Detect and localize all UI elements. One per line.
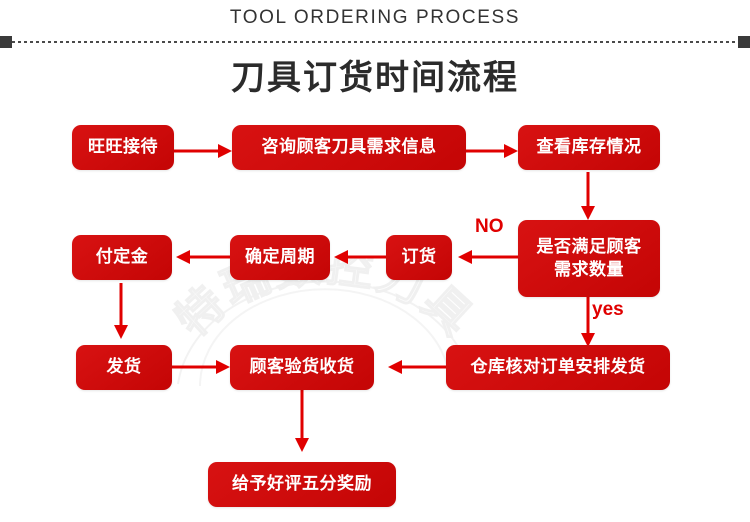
arrow-inquiry-to-stock	[466, 142, 518, 160]
arrow-receive-to-review	[293, 390, 311, 452]
node-warehouse-verify-arrange[interactable]: 仓库核对订单安排发货	[446, 345, 670, 390]
arrow-deposit-to-ship	[112, 283, 130, 339]
arrow-ship-to-receive	[172, 358, 230, 376]
arrow-warehouse-to-receive	[384, 358, 446, 376]
arrow-decision-yes-to-warehouse	[579, 297, 597, 347]
arrow-decision-no-to-order	[452, 248, 518, 266]
divider-cap-right	[738, 36, 750, 48]
english-title: TOOL ORDERING PROCESS	[229, 7, 521, 28]
edge-label-no: NO	[475, 216, 504, 237]
arrow-stock-to-decision	[579, 172, 597, 220]
header-divider	[0, 36, 750, 48]
decision-line-2: 需求数量	[554, 259, 624, 280]
node-give-five-star-review[interactable]: 给予好评五分奖励	[208, 462, 396, 507]
decision-line-1: 是否满足顾客	[536, 237, 642, 258]
divider-cap-left	[0, 36, 12, 48]
arrow-cycle-to-deposit	[172, 248, 230, 266]
node-inquire-customer-requirements[interactable]: 咨询顾客刀具需求信息	[232, 125, 466, 170]
node-check-inventory[interactable]: 查看库存情况	[518, 125, 660, 170]
page-header: TOOL ORDERING PROCESS 刀具订货时间流程	[0, 0, 750, 105]
arrow-wangwang-to-inquiry	[174, 142, 232, 160]
node-confirm-cycle[interactable]: 确定周期	[230, 235, 330, 280]
arrow-order-to-cycle	[330, 248, 386, 266]
node-wangwang-reception[interactable]: 旺旺接待	[72, 125, 174, 170]
node-pay-deposit[interactable]: 付定金	[72, 235, 172, 280]
node-dispatch[interactable]: 发货	[76, 345, 172, 390]
node-place-order[interactable]: 订货	[386, 235, 452, 280]
divider-dotted-line	[12, 41, 738, 43]
node-decision-meets-demand[interactable]: 是否满足顾客 需求数量	[518, 220, 660, 297]
edge-label-yes: yes	[592, 299, 624, 320]
node-customer-inspect-receive[interactable]: 顾客验货收货	[230, 345, 374, 390]
page-title: 刀具订货时间流程	[231, 58, 519, 98]
